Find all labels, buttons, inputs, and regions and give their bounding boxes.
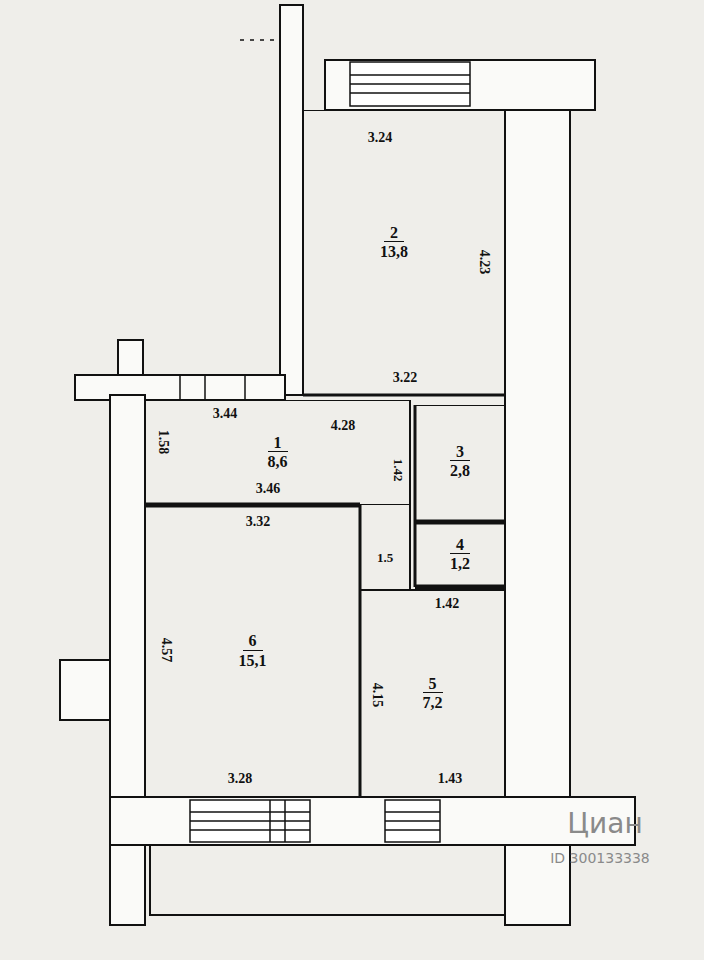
dimension: 3.44	[213, 407, 238, 421]
watermark: ID 300133338	[550, 851, 650, 865]
dimension: 1.42	[392, 459, 405, 482]
dimension: 3.32	[246, 515, 271, 529]
room: 41,2	[415, 522, 505, 587]
room-label: 615,1	[239, 632, 267, 670]
room-label: 18,6	[268, 434, 288, 472]
dimension: 4.15	[370, 683, 384, 708]
room-area: 7,2	[423, 693, 443, 712]
room-label: 213,8	[380, 224, 408, 262]
dimension: 4.28	[331, 419, 356, 433]
window	[350, 62, 470, 106]
wall	[325, 60, 595, 110]
room: 213,8	[303, 110, 505, 395]
wall	[150, 845, 505, 915]
room-label: 32,8	[450, 443, 470, 481]
room-area: 2,8	[450, 461, 470, 480]
dimension: 4.57	[159, 638, 173, 663]
room-number: 5	[423, 675, 443, 694]
room-number: 6	[243, 632, 263, 651]
room-number: 4	[450, 536, 470, 555]
room-area: 8,6	[268, 452, 288, 471]
dimension: 3.22	[393, 371, 418, 385]
room-number: 3	[450, 443, 470, 462]
room-number: 2	[384, 224, 404, 243]
wall	[75, 375, 285, 400]
wall	[110, 797, 635, 845]
wall	[60, 660, 110, 720]
dimension: 1.43	[438, 772, 463, 786]
dimension: 3.28	[228, 772, 253, 786]
dimension: 1.5	[377, 551, 393, 564]
dimension: 3.24	[368, 131, 393, 145]
room-area: 13,8	[380, 242, 408, 261]
dimension: 1.58	[156, 430, 170, 455]
room-label: 57,2	[423, 675, 443, 713]
room: 32,8	[415, 405, 505, 522]
window	[190, 800, 310, 842]
room: 615,1	[145, 505, 360, 797]
dimension: 1.42	[435, 597, 460, 611]
wall	[118, 340, 143, 375]
room-area: 1,2	[450, 554, 470, 573]
window	[385, 800, 440, 842]
room-area: 15,1	[239, 651, 267, 670]
watermark: Циан	[567, 810, 642, 838]
room-number: 1	[268, 434, 288, 453]
dimension: 4.23	[477, 250, 491, 275]
wall	[280, 5, 303, 395]
room-label: 41,2	[450, 536, 470, 574]
dimension: 3.46	[256, 482, 281, 496]
